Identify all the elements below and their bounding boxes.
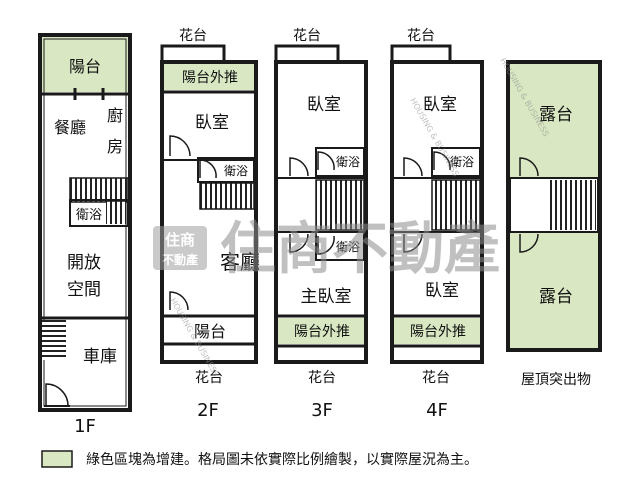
room-bath-1: 衛浴 (336, 155, 360, 169)
legend-text: 綠色區塊為增建。格局圖未依實際比例繪製，以實際屋況為主。 (86, 451, 478, 468)
room-kitchen-top: 廚 (107, 106, 123, 125)
room-garage: 車庫 (83, 347, 117, 367)
room-balcony: 陽台 (69, 57, 101, 76)
room-balcony: 陽台 (194, 322, 226, 341)
door-icon (289, 157, 309, 177)
floor-2f: 花台 陽台外推 臥室 衛浴 客廳 陽台 花台 2F (160, 28, 260, 421)
room-bath: 衛浴 (224, 164, 248, 178)
room-bath: 衛浴 (450, 155, 474, 169)
door-icon (45, 383, 69, 407)
stairs-2f (199, 182, 255, 210)
floor-3f-name: 3F (311, 400, 333, 421)
legend: 綠色區塊為增建。格局圖未依實際比例繪製，以實際屋況為主。 (41, 450, 478, 468)
balcony-green-area (42, 37, 128, 92)
flower-bed-top: 花台 (179, 28, 207, 44)
floor-2f-name: 2F (197, 400, 219, 421)
floor-4f-name: 4F (426, 400, 448, 421)
door-icon (519, 157, 539, 177)
room-balcony-ext: 陽台外推 (410, 324, 466, 340)
room-terrace-1: 露台 (539, 105, 573, 125)
watermark-logo (153, 226, 207, 270)
flower-bed-bottom: 花台 (308, 370, 336, 386)
room-master-bedroom: 主臥室 (301, 287, 352, 307)
room-bedroom-2: 臥室 (425, 281, 459, 301)
flower-bed-top: 花台 (407, 28, 435, 44)
roof-outline (506, 60, 602, 352)
floor-roof: 露台 露台 屋頂突出物 (506, 60, 602, 388)
room-terrace-2: 露台 (539, 287, 573, 307)
balcony-ext-green-area (278, 318, 364, 344)
room-bedroom: 臥室 (195, 113, 229, 133)
flower-bed-bottom: 花台 (195, 370, 223, 386)
room-open-bottom: 空間 (67, 280, 101, 300)
balcony-ext-green-area (394, 318, 480, 344)
room-living: 客廳 (220, 250, 260, 274)
floor-3f: 花台 臥室 衛浴 衛浴 主臥室 陽台外推 花台 3F (274, 28, 368, 421)
floor-3f-outline (274, 60, 368, 364)
watermark-logo-bottom: 不動產 (162, 252, 198, 267)
door-icon (317, 151, 335, 171)
room-bedroom-1: 臥室 (423, 95, 457, 115)
legend-swatch (41, 450, 73, 468)
floor-1f-outline (38, 33, 132, 412)
door-icon (199, 159, 217, 179)
stairs-roof (548, 180, 596, 230)
balcony-ext-green-area (164, 64, 254, 90)
room-bath: 衛浴 (76, 208, 102, 223)
room-dining: 餐廳 (54, 118, 86, 137)
door-icon (289, 233, 309, 253)
door-icon (317, 235, 335, 255)
door-icon (403, 157, 423, 177)
door-icon (403, 233, 423, 253)
door-icon (169, 135, 191, 157)
floor-1f: 陽台 餐廳 廚 房 衛浴 開放 空間 車庫 1F (38, 33, 132, 437)
room-balcony-ext: 陽台外推 (294, 324, 350, 340)
watermark-logo-top: 住商 (165, 231, 195, 249)
flower-bed-bottom: 花台 (422, 370, 450, 386)
garage-stairs (42, 320, 66, 360)
flower-bed-top: 花台 (293, 28, 321, 44)
door-icon (519, 233, 539, 253)
room-open-top: 開放 (67, 253, 101, 273)
room-bath-2: 衛浴 (336, 240, 360, 254)
door-icon (433, 151, 451, 171)
watermark-brand: 住商不動產 (220, 217, 500, 282)
stairs-4f (431, 179, 481, 231)
floor-1f-name: 1F (74, 416, 96, 437)
room-kitchen-bottom: 房 (107, 137, 123, 156)
floor-4f-outline (390, 60, 484, 364)
stairs-3f (315, 179, 365, 231)
floor-4f: 花台 臥室 衛浴 臥室 陽台外推 花台 4F (390, 28, 484, 421)
door-icon (169, 291, 189, 311)
stairs-1f (69, 177, 129, 203)
room-balcony-ext: 陽台外推 (182, 70, 238, 86)
room-bedroom: 臥室 (307, 95, 341, 115)
roof-name: 屋頂突出物 (521, 372, 591, 388)
